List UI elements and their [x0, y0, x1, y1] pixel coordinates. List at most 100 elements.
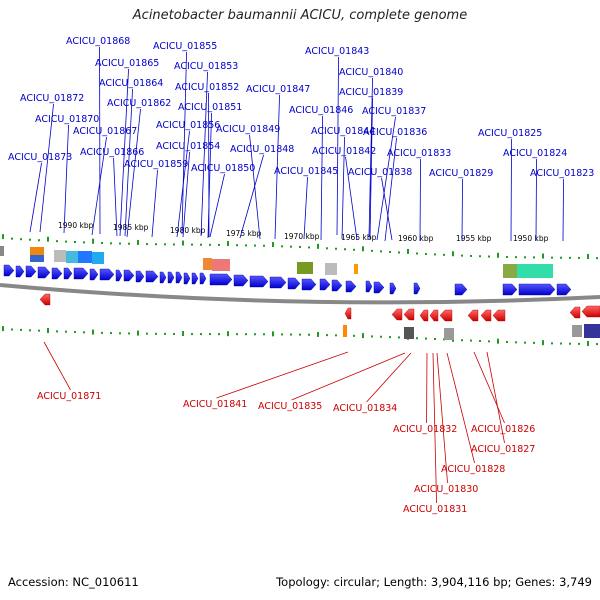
scale-tick-top: [92, 238, 94, 244]
scale-tick-bottom: [245, 333, 247, 336]
feature-block: [78, 251, 92, 263]
scale-tick-bottom: [380, 335, 382, 338]
gene-label-connector: [63, 124, 69, 234]
gene-label-connector: [473, 351, 505, 424]
scale-tick-top: [281, 245, 283, 248]
scale-tick-top: [299, 246, 301, 249]
scale-tick-top: [236, 244, 238, 247]
scale-tick-top: [326, 247, 328, 250]
scale-tick-top: [200, 243, 202, 246]
scale-tick-bottom: [119, 332, 121, 335]
scale-tick-bottom: [515, 341, 517, 344]
gene-label-connector: [29, 162, 42, 233]
scale-tick-top: [254, 244, 256, 247]
scale-tick-bottom: [461, 339, 463, 342]
scale-tick-bottom: [92, 329, 94, 335]
gene-label-reverse: ACICU_01826: [471, 424, 535, 435]
gene-label-connector: [207, 112, 212, 239]
scale-tick-top: [587, 254, 589, 260]
scale-tick-bottom: [83, 331, 85, 334]
gene-label-connector: [381, 177, 393, 241]
scale-tick-bottom: [101, 331, 103, 334]
gene-label-forward: ACICU_01849: [216, 124, 280, 135]
forward-gene-arrow: [123, 269, 135, 282]
gene-label-reverse: ACICU_01835: [258, 401, 322, 412]
gene-label-forward: ACICU_01855: [153, 41, 217, 52]
forward-gene-arrow: [345, 280, 357, 293]
gene-label-reverse: ACICU_01830: [414, 484, 478, 495]
scale-tick-top: [47, 236, 49, 242]
forward-gene-arrow: [37, 266, 51, 279]
scale-tick-bottom: [155, 332, 157, 335]
gene-label-reverse: ACICU_01832: [393, 424, 457, 435]
forward-gene-arrow: [301, 278, 317, 291]
scale-tick-top: [308, 246, 310, 249]
scale-label: 1985 kbp: [113, 223, 149, 232]
forward-gene-arrow: [115, 269, 123, 282]
gene-label-connector: [562, 178, 564, 242]
forward-gene-arrow: [233, 274, 249, 287]
scale-tick-bottom: [425, 337, 427, 340]
scale-tick-top: [389, 250, 391, 253]
forward-gene-arrow: [3, 264, 15, 277]
gene-label-forward: ACICU_01862: [107, 98, 171, 109]
scale-tick-top: [362, 246, 364, 252]
feature-block: [343, 325, 347, 337]
scale-tick-bottom: [137, 330, 139, 336]
gene-label-connector: [384, 137, 397, 242]
scale-tick-bottom: [470, 339, 472, 342]
reverse-gene-arrow: [39, 293, 51, 306]
gene-label-connector: [341, 136, 345, 240]
forward-gene-arrow: [556, 283, 572, 296]
gene-label-connector: [368, 77, 373, 238]
scale-label: 1965 kbp: [341, 233, 377, 242]
gene-label-reverse: ACICU_01871: [37, 391, 101, 402]
gene-label-forward: ACICU_01850: [191, 163, 255, 174]
gene-label-connector: [436, 352, 448, 484]
gene-label-connector: [446, 352, 475, 464]
reverse-gene-arrow: [391, 308, 403, 321]
gene-label-forward: ACICU_01847: [246, 84, 310, 95]
gene-label-forward: ACICU_01859: [124, 159, 188, 170]
scale-tick-bottom: [560, 342, 562, 345]
feature-block: [584, 324, 600, 338]
scale-tick-top: [416, 252, 418, 255]
gene-track: [3, 264, 600, 322]
reverse-gene-arrow: [439, 309, 453, 322]
scale-tick-bottom: [209, 333, 211, 336]
reverse-gene-arrow: [419, 309, 429, 322]
gene-label-connector: [113, 157, 118, 237]
scale-tick-bottom: [2, 326, 4, 332]
reverse-gene-arrow: [429, 309, 439, 322]
forward-gene-arrow: [502, 283, 518, 296]
gene-label-forward: ACICU_01867: [73, 126, 137, 137]
gene-label-forward: ACICU_01856: [156, 120, 220, 131]
scale-tick-top: [209, 243, 211, 246]
scale-tick-bottom: [281, 333, 283, 336]
forward-gene-arrow: [249, 275, 269, 288]
scale-tick-top: [146, 243, 148, 246]
scale-tick-top: [506, 255, 508, 258]
feature-block: [325, 263, 337, 275]
reverse-gene-arrow: [344, 307, 352, 320]
gene-label-connector: [182, 151, 190, 238]
gene-label-reverse: ACICU_01841: [183, 399, 247, 410]
scale-tick-bottom: [290, 333, 292, 336]
gene-label-forward: ACICU_01852: [175, 82, 239, 93]
scale-label: 1955 kbp: [456, 234, 492, 243]
scale-tick-top: [263, 244, 265, 247]
gene-label-connector: [124, 88, 133, 237]
feature-block: [503, 264, 517, 278]
scale-tick-top: [497, 252, 499, 258]
reverse-gene-arrow: [480, 309, 492, 322]
feature-block: [444, 328, 454, 340]
gene-label-connector: [291, 352, 406, 401]
scale-tick-top: [425, 252, 427, 255]
scale-tick-bottom: [479, 339, 481, 342]
scale-tick-bottom: [353, 334, 355, 337]
scale-tick-top: [452, 251, 454, 257]
scale-tick-bottom: [236, 333, 238, 336]
